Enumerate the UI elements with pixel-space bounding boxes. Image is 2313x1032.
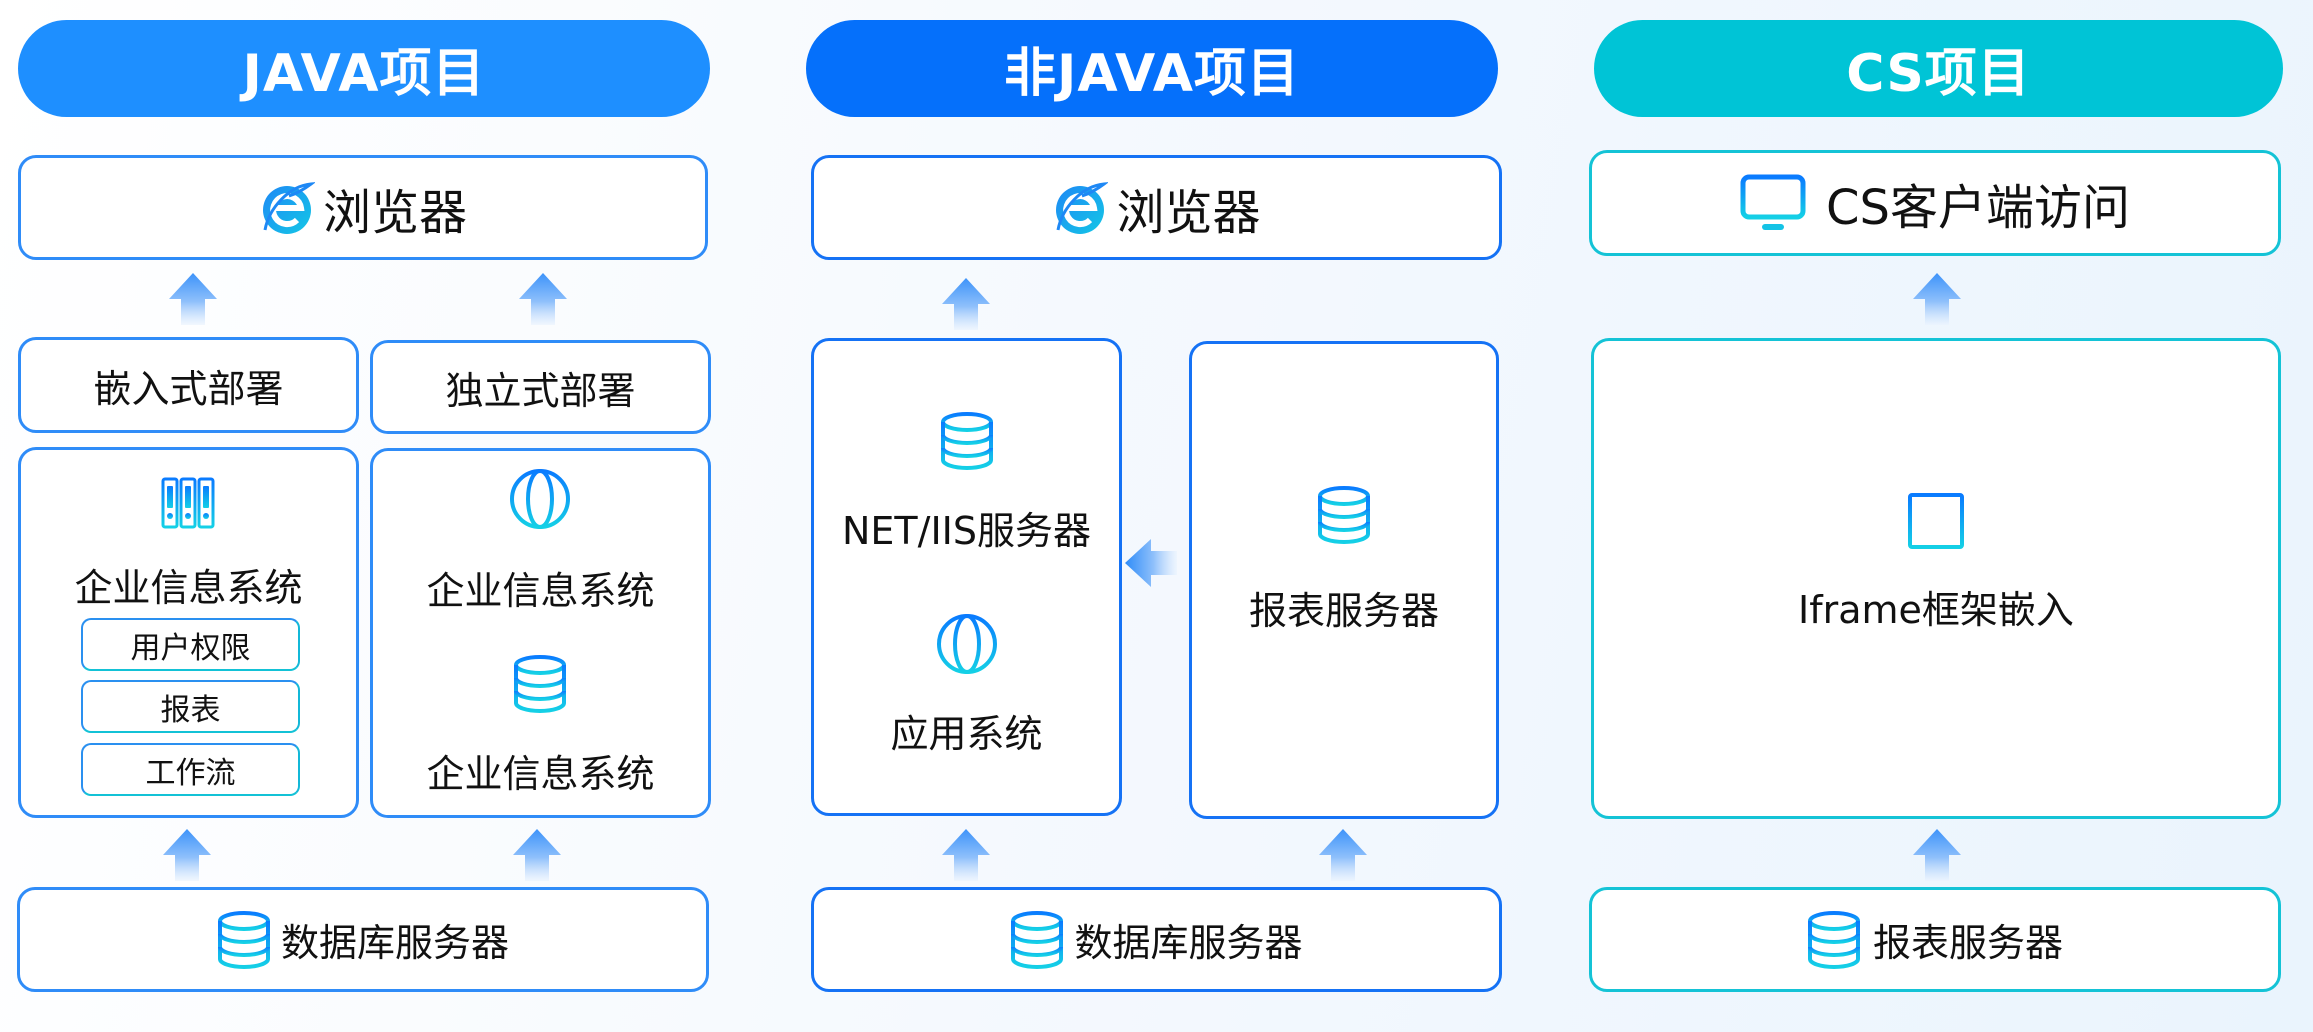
embedded-system-label: 企业信息系统 xyxy=(74,566,303,610)
module-label: 工作流 xyxy=(145,755,236,791)
cs-client-label: CS客户端访问 xyxy=(1826,180,2130,236)
iframe-embed-label: Iframe框架嵌入 xyxy=(1798,588,2074,632)
standalone-deploy-label: 独立式部署 xyxy=(445,368,636,413)
database-icon xyxy=(940,412,994,470)
java-project-header: JAVA项目 xyxy=(18,20,710,117)
module-label: 用户权限 xyxy=(130,630,251,666)
net-iis-server-label: NET/IIS服务器 xyxy=(842,509,1091,553)
cs-report-server-box: 报表服务器 xyxy=(1589,887,2281,992)
java-browser-box: 浏览器 xyxy=(18,155,708,260)
standalone-db-system-label: 企业信息系统 xyxy=(426,752,655,796)
standalone-deploy-box: 独立式部署 xyxy=(370,340,711,434)
java-db-server-box: 数据库服务器 xyxy=(17,887,709,992)
module-report: 报表 xyxy=(81,680,300,733)
database-icon xyxy=(1317,485,1371,544)
cs-client-box: CS客户端访问 xyxy=(1589,150,2281,256)
monitor-icon xyxy=(1740,174,1806,232)
ie-browser-icon xyxy=(1052,178,1109,238)
arrow-up-icon xyxy=(941,829,991,881)
arrow-left-icon xyxy=(1125,538,1177,588)
arrow-up-icon xyxy=(168,273,218,325)
database-icon xyxy=(513,655,567,713)
java-project-title: JAVA项目 xyxy=(242,44,486,104)
standalone-system-label: 企业信息系统 xyxy=(426,569,655,613)
report-server-label: 报表服务器 xyxy=(1248,588,1439,633)
arrow-up-icon xyxy=(512,829,562,881)
embedded-deploy-label: 嵌入式部署 xyxy=(93,366,284,411)
app-server-box: NET/IIS服务器 应用系统 xyxy=(811,338,1122,816)
database-icon xyxy=(1010,910,1064,969)
arrow-up-icon xyxy=(518,273,568,325)
ie-browser-icon xyxy=(259,178,315,238)
globe-icon xyxy=(509,468,571,530)
globe-icon xyxy=(936,613,998,675)
non-java-project-header: 非JAVA项目 xyxy=(806,20,1498,117)
module-workflow: 工作流 xyxy=(81,743,300,796)
arrow-up-icon xyxy=(162,829,212,881)
embedded-deploy-box: 嵌入式部署 xyxy=(18,337,359,433)
java-browser-label: 浏览器 xyxy=(322,184,467,241)
iframe-embed-box: Iframe框架嵌入 xyxy=(1591,338,2281,819)
non-java-project-title: 非JAVA项目 xyxy=(1003,44,1301,104)
java-db-server-label: 数据库服务器 xyxy=(280,921,509,965)
arrow-up-icon xyxy=(1912,829,1962,881)
database-icon xyxy=(217,910,271,969)
standalone-system-box: 企业信息系统 企业信息系统 xyxy=(370,448,711,818)
non-java-db-server-box: 数据库服务器 xyxy=(811,887,1502,992)
non-java-browser-box: 浏览器 xyxy=(811,155,1502,260)
module-label: 报表 xyxy=(160,692,221,728)
report-server-box: 报表服务器 xyxy=(1189,341,1499,819)
cs-report-server-label: 报表服务器 xyxy=(1872,921,2063,965)
module-user-permission: 用户权限 xyxy=(81,618,300,671)
database-icon xyxy=(1807,910,1861,969)
app-system-label: 应用系统 xyxy=(890,712,1043,756)
non-java-db-server-label: 数据库服务器 xyxy=(1074,921,1303,965)
arrow-up-icon xyxy=(1912,273,1962,325)
non-java-browser-label: 浏览器 xyxy=(1116,184,1261,241)
window-layout-icon xyxy=(1907,493,1964,549)
cs-project-header: CS项目 xyxy=(1594,20,2283,117)
cs-project-title: CS项目 xyxy=(1846,44,2031,104)
binders-icon xyxy=(161,477,215,529)
arrow-up-icon xyxy=(1318,829,1368,881)
arrow-up-icon xyxy=(941,278,991,330)
